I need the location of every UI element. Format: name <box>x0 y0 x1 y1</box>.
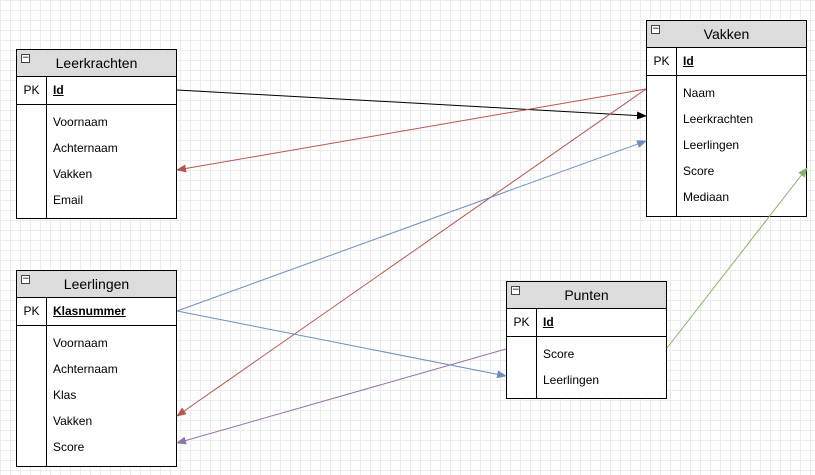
primary-key: Id <box>683 54 694 68</box>
collapse-icon[interactable]: − <box>21 53 30 63</box>
field: Klas <box>53 388 77 402</box>
entity-vakken[interactable]: − Vakken PK Id Naam Leerkrachten Leerlin… <box>646 20 807 217</box>
pk-label: PK <box>507 309 537 336</box>
entity-header[interactable]: − Vakken <box>647 21 806 48</box>
field: Achternaam <box>53 141 118 155</box>
pk-row: PK Id <box>507 309 666 337</box>
pk-label: PK <box>647 48 677 75</box>
primary-key: Klasnummer <box>53 304 126 318</box>
field: Mediaan <box>683 190 730 204</box>
field-list: Voornaam Achternaam Klas Vakken Score <box>17 326 176 467</box>
field: Voornaam <box>53 336 108 350</box>
entity-punten[interactable]: − Punten PK Id Score Leerlingen <box>506 281 667 399</box>
pk-row: PK Id <box>17 77 176 105</box>
edge-punten-to-leerlingen-score <box>176 348 507 445</box>
collapse-icon[interactable]: − <box>21 274 30 284</box>
field: Leerlingen <box>683 138 740 152</box>
field: Score <box>53 440 85 454</box>
entity-leerkrachten[interactable]: − Leerkrachten PK Id Voornaam Achternaam… <box>16 49 177 219</box>
entity-header[interactable]: − Leerlingen <box>17 271 176 298</box>
edge-vakken-to-leerkrachten-vakken <box>176 88 647 173</box>
entity-title: Vakken <box>703 26 750 42</box>
entity-header[interactable]: − Leerkrachten <box>17 50 176 77</box>
field: Score <box>543 347 575 361</box>
field: Naam <box>683 86 716 100</box>
field-list: Voornaam Achternaam Vakken Email <box>17 105 176 219</box>
entity-title: Leerlingen <box>63 276 130 292</box>
entity-leerlingen[interactable]: − Leerlingen PK Klasnummer Voornaam Acht… <box>16 270 177 467</box>
field: Voornaam <box>53 115 108 129</box>
collapse-icon[interactable]: − <box>511 285 520 295</box>
pk-row: PK Klasnummer <box>17 298 176 326</box>
primary-key: Id <box>543 315 554 329</box>
field-list: Naam Leerkrachten Leerlingen Score Media… <box>647 76 806 217</box>
primary-key: Id <box>53 83 64 97</box>
field: Vakken <box>53 167 93 181</box>
field: Email <box>53 193 84 207</box>
entity-title: Leerkrachten <box>55 55 138 71</box>
field: Vakken <box>53 414 93 428</box>
field: Leerlingen <box>543 373 600 387</box>
field-list: Score Leerlingen <box>507 337 666 399</box>
entity-header[interactable]: − Punten <box>507 282 666 309</box>
pk-row: PK Id <box>647 48 806 76</box>
pk-label: PK <box>17 298 47 325</box>
entity-title: Punten <box>564 287 609 303</box>
edge-leerkrachten-id-to-vakken-leerkrachten <box>176 89 647 120</box>
field: Leerkrachten <box>683 112 754 126</box>
field: Achternaam <box>53 362 118 376</box>
pk-label: PK <box>17 77 47 104</box>
edge-leerlingen-to-punten-leerlingen <box>176 310 507 379</box>
field: Score <box>683 164 715 178</box>
collapse-icon[interactable]: − <box>651 24 660 34</box>
